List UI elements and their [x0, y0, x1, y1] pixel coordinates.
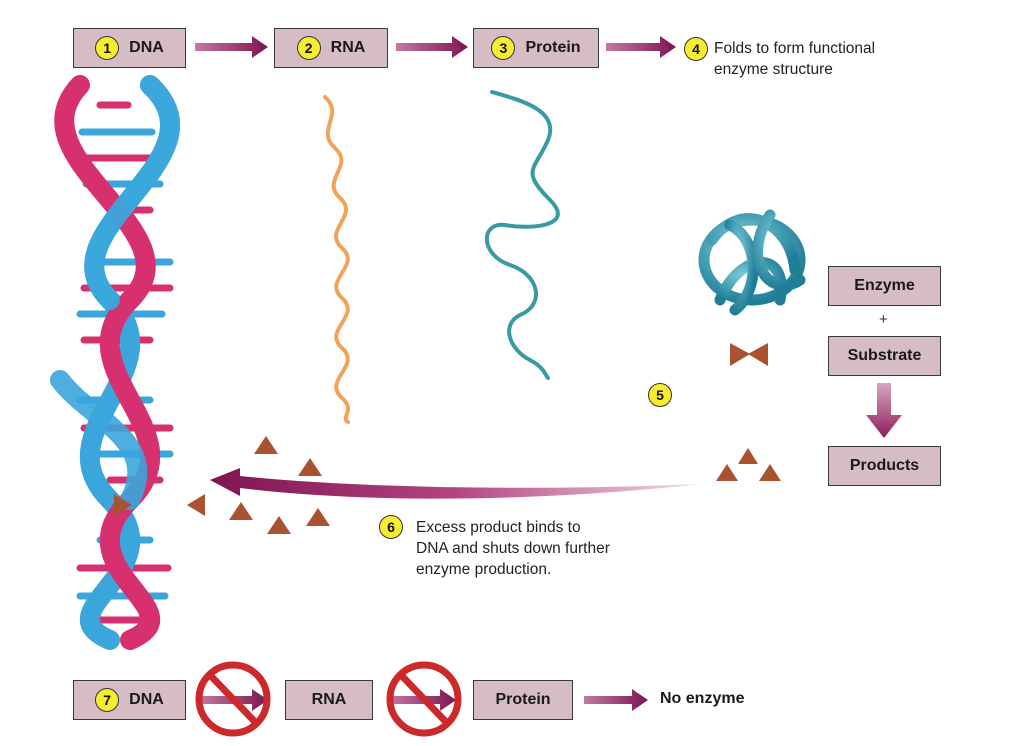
step-badge: 7 — [95, 688, 120, 712]
step-badge: 4 — [684, 37, 708, 61]
flow-arrow-rna-protein — [396, 36, 468, 58]
feedback-arrow — [210, 468, 700, 499]
step-badge: 3 — [491, 36, 516, 60]
flow-arrow-protein-folds — [606, 36, 676, 58]
no-sign-icon — [386, 661, 462, 737]
bound-product-on-dna — [114, 494, 205, 516]
reaction-arrow-down — [866, 383, 902, 438]
rna-box: 2 RNA — [274, 28, 388, 68]
blocked-protein-box: Protein — [473, 680, 573, 720]
plus-sign: + — [879, 311, 888, 328]
step-badge: 1 — [95, 36, 120, 60]
substrate-box: Substrate — [828, 336, 941, 376]
feedback-note: Excess product binds to DNA and shuts do… — [416, 519, 610, 578]
no-enzyme-label: No enzyme — [660, 690, 745, 707]
dna-box: 1 DNA — [73, 28, 186, 68]
blocked-rna-box: RNA — [285, 680, 373, 720]
dna-helix-illustration — [50, 75, 180, 650]
step-badge: 2 — [296, 36, 321, 60]
no-sign-icon — [195, 661, 271, 737]
protein-chain-illustration — [484, 90, 560, 380]
dna-label: DNA — [129, 39, 164, 56]
rna-strand-illustration — [323, 95, 350, 424]
step-badge: 5 — [648, 383, 672, 407]
enzyme-knot-illustration — [698, 209, 806, 316]
step-badge: 6 — [379, 515, 403, 539]
excess-product-molecules — [229, 436, 330, 534]
blocked-dna-box: 7 DNA — [73, 680, 186, 720]
protein-box: 3 Protein — [473, 28, 599, 68]
substrate-molecule — [730, 343, 768, 366]
products-box: Products — [828, 446, 941, 486]
flow-arrow-dna-rna — [195, 36, 268, 58]
rna-label: RNA — [330, 39, 366, 56]
product-molecules-cluster — [716, 448, 781, 481]
enzyme-box: Enzyme — [828, 266, 941, 306]
protein-label: Protein — [525, 39, 581, 56]
flow-arrow-protein-result — [584, 689, 648, 711]
folds-note: Folds to form functional enzyme structur… — [714, 40, 876, 78]
